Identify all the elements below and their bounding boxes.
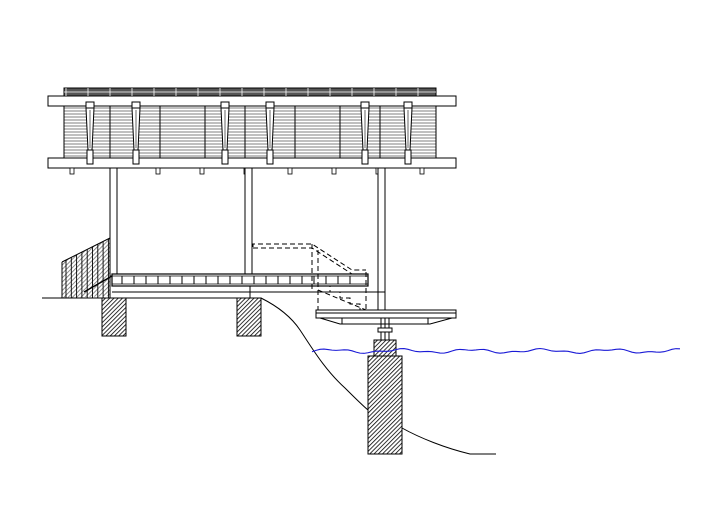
bracket-head [360, 101, 370, 109]
beam-tab [287, 167, 293, 175]
upper-beam [47, 95, 457, 107]
column-right [377, 167, 386, 319]
footings [101, 297, 403, 455]
lower-beam [47, 157, 457, 169]
bracket-foot [404, 149, 412, 165]
bracket-foot [361, 149, 369, 165]
slope-line [260, 297, 369, 411]
platform-slab [315, 309, 457, 319]
column-middle [244, 167, 253, 277]
water-platform [315, 309, 457, 325]
hidden-stair [252, 243, 367, 312]
beam-tab [199, 167, 205, 175]
beam-tab [155, 167, 161, 175]
roof-brackets [85, 101, 413, 165]
bracket-head [131, 101, 141, 109]
louver-slats [63, 106, 437, 158]
bracket-foot [132, 149, 140, 165]
footing-middle [236, 297, 262, 337]
bracket-foot [266, 149, 274, 165]
bracket-head [265, 101, 275, 109]
beam-tab [331, 167, 337, 175]
footing-left [101, 297, 127, 337]
bracket-foot [86, 149, 94, 165]
deck [109, 273, 385, 298]
column-left [109, 167, 118, 277]
columns [109, 167, 386, 319]
footing-water [367, 355, 403, 455]
beam-tab [69, 167, 75, 175]
bracket-head [403, 101, 413, 109]
bracket-head [85, 101, 95, 109]
roof [47, 87, 457, 175]
terrain [126, 297, 496, 455]
railing-bars [65, 238, 109, 298]
bracket-head [220, 101, 230, 109]
lakebed-line [401, 427, 496, 455]
water-surface [311, 347, 681, 354]
beam-tab [419, 167, 425, 175]
bracket-foot [221, 149, 229, 165]
beam-notches [65, 88, 425, 175]
deck-beam [111, 273, 369, 287]
water-line [311, 347, 681, 354]
entry-railing [42, 237, 113, 299]
deck-balusters [121, 276, 351, 284]
